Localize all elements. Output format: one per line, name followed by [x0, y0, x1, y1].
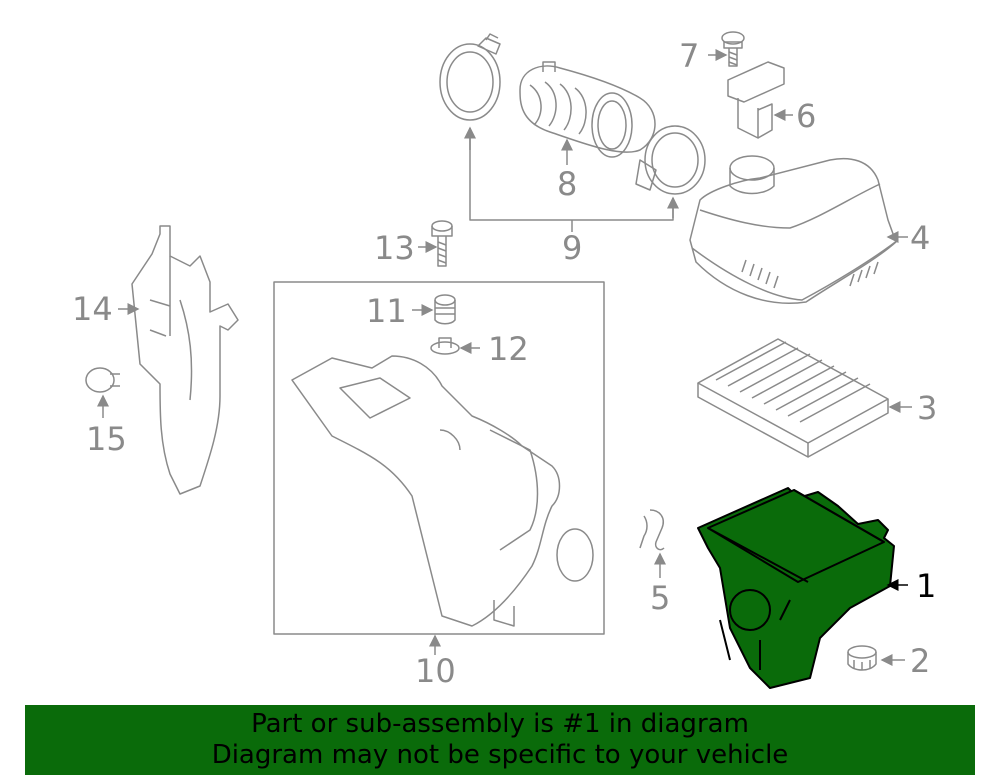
push-pin-icon[interactable] — [430, 337, 460, 355]
bracket-icon[interactable] — [131, 225, 239, 495]
banner-line-1: Part or sub-assembly is #1 in diagram — [251, 709, 749, 739]
callout-1[interactable]: 1 — [916, 567, 937, 605]
push-pin-icon[interactable] — [85, 367, 120, 393]
callout-15[interactable]: 15 — [86, 420, 127, 458]
callout-7[interactable]: 7 — [679, 37, 700, 75]
bolt-icon[interactable] — [431, 220, 453, 267]
callout-14[interactable]: 14 — [72, 290, 113, 328]
mass-airflow-sensor-icon[interactable] — [727, 61, 785, 139]
grommet-icon[interactable] — [434, 294, 456, 325]
clip-icon[interactable] — [639, 509, 665, 551]
disclaimer-banner: Part or sub-assembly is #1 in diagram Di… — [25, 705, 975, 775]
callout-10[interactable]: 10 — [415, 652, 456, 690]
clamp-icon[interactable] — [439, 33, 501, 121]
clamp-icon[interactable] — [635, 125, 706, 195]
screw-icon[interactable] — [721, 31, 745, 67]
banner-line-2: Diagram may not be specific to your vehi… — [211, 740, 789, 770]
callout-9[interactable]: 9 — [562, 229, 583, 267]
callout-6[interactable]: 6 — [796, 97, 817, 135]
intake-hose-icon[interactable] — [519, 61, 656, 158]
callout-2[interactable]: 2 — [910, 642, 931, 680]
resonator-duct-icon[interactable] — [291, 355, 594, 627]
callout-8[interactable]: 8 — [557, 165, 578, 203]
air-cleaner-lower-case-icon[interactable] — [697, 487, 895, 689]
air-cleaner-cover-icon[interactable] — [689, 155, 899, 304]
callout-13[interactable]: 13 — [374, 229, 415, 267]
callout-11[interactable]: 11 — [366, 292, 407, 330]
callout-3[interactable]: 3 — [917, 389, 938, 427]
grommet-icon[interactable] — [847, 645, 877, 671]
callout-5[interactable]: 5 — [650, 579, 671, 617]
callout-4[interactable]: 4 — [910, 219, 931, 257]
air-filter-icon[interactable] — [697, 338, 889, 458]
callout-12[interactable]: 12 — [488, 330, 529, 368]
